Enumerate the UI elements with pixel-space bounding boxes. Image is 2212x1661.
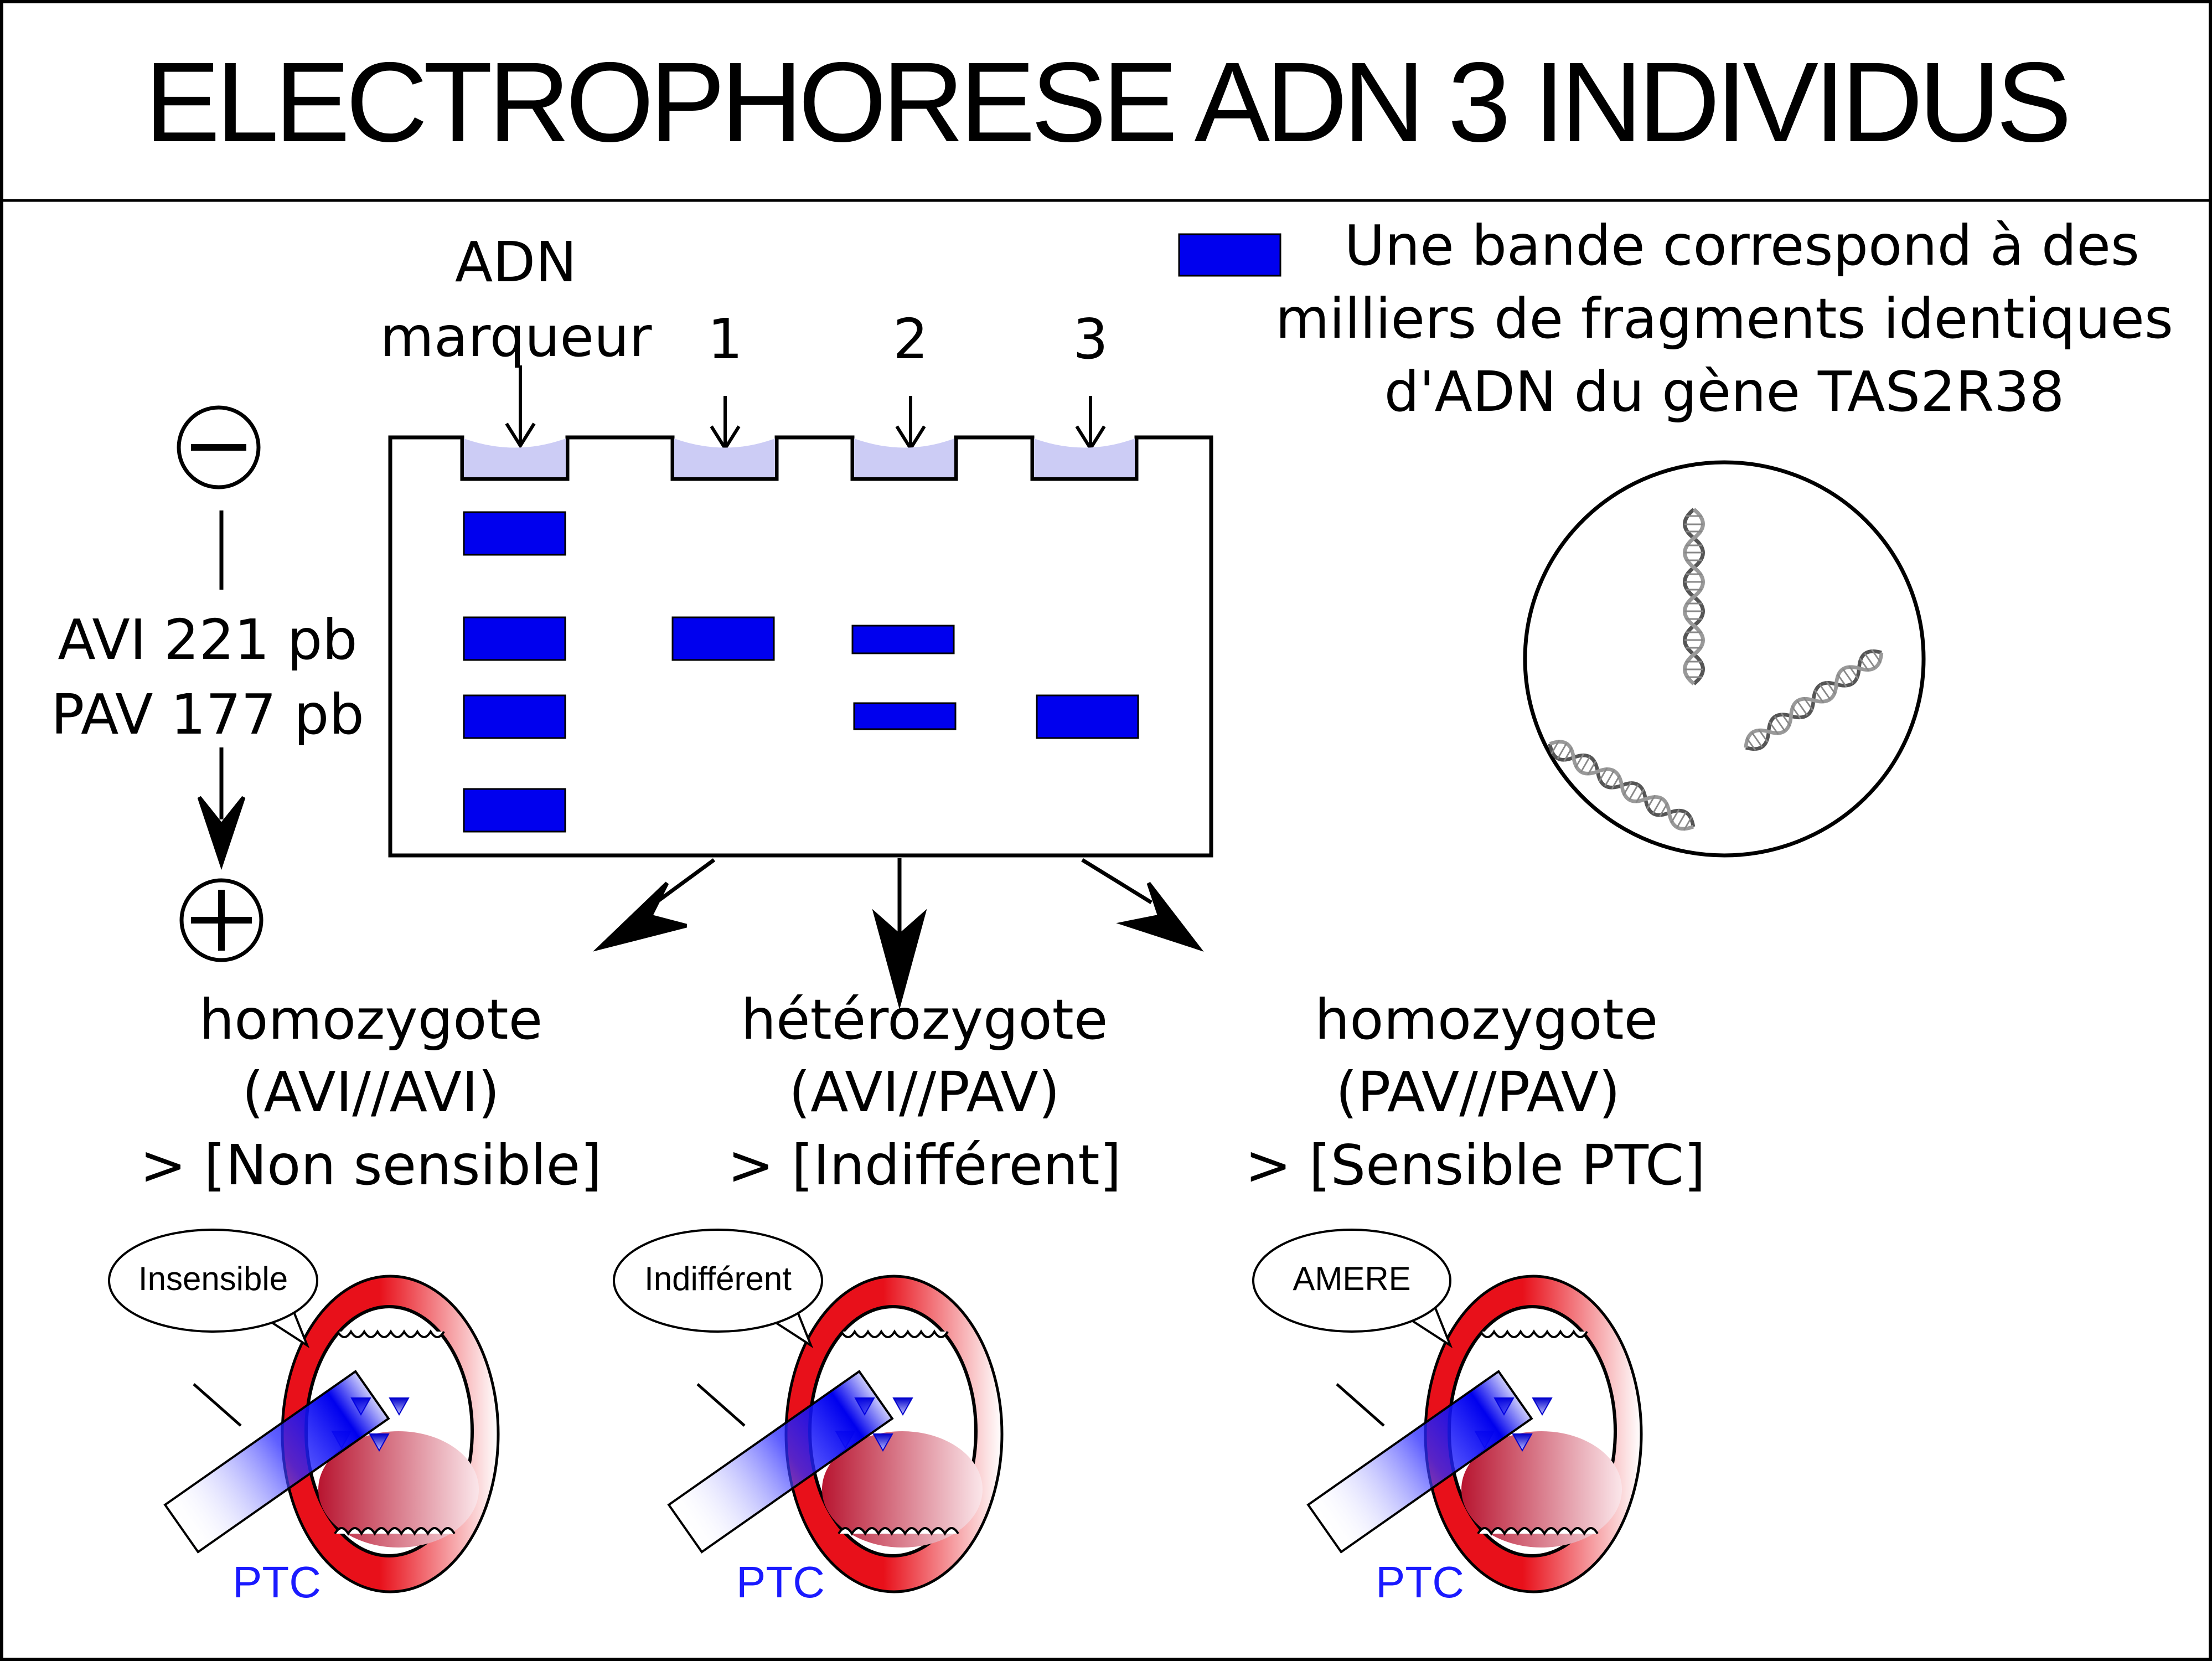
page-title: ELECTROPHORESE ADN 3 INDIVIDUS xyxy=(144,39,2068,166)
bubble-text-3: AMERE xyxy=(1293,1260,1410,1297)
mouth-panel-3: AMERE PTC xyxy=(1252,1229,1641,1607)
lane-label-2: 2 xyxy=(893,307,928,372)
legend-line-3: d'ADN du gène TAS2R38 xyxy=(1384,359,2065,424)
genotype-2-line-2: (AVI//PAV) xyxy=(789,1060,1060,1124)
marker-label-line-2: marqueur xyxy=(380,305,653,369)
size-label-avi: AVI 221 pb xyxy=(58,607,357,672)
genotype-2-line-1: hétérozygote xyxy=(741,987,1108,1052)
band-lane3-177 xyxy=(1036,694,1139,739)
band-lane2-177 xyxy=(853,702,957,730)
genotype-3-line-2: (PAV//PAV) xyxy=(1336,1060,1620,1124)
genotype-homozygote-pav: homozygote (PAV//PAV) > [Sensible PTC] xyxy=(1245,987,1705,1198)
genotype-1-line-3: > [Non sensible] xyxy=(140,1133,602,1198)
genotype-1-line-1: homozygote xyxy=(199,987,542,1052)
lane-label-3: 3 xyxy=(1073,307,1108,372)
speech-bubble-icon xyxy=(1252,1229,1453,1349)
bands xyxy=(463,511,1139,833)
band-lane1-221 xyxy=(671,616,775,661)
ptc-label-3: PTC xyxy=(1376,1557,1464,1607)
mouth-panel-2: Indifférent PTC xyxy=(613,1229,1002,1607)
ptc-strip-icon xyxy=(163,1370,390,1554)
band-marker-top xyxy=(463,511,566,556)
band-marker-bottom xyxy=(463,788,566,833)
ptc-strip-icon xyxy=(1306,1370,1533,1554)
result-arrows xyxy=(592,858,1204,1010)
bubble-text-1: Insensible xyxy=(138,1260,288,1297)
ptc-strip-icon xyxy=(667,1370,894,1554)
legend-line-1: Une bande correspond à des xyxy=(1345,213,2139,278)
genotype-2-line-3: > [Indifférent] xyxy=(727,1133,1121,1198)
band-lane2-221 xyxy=(851,625,955,654)
dna-helix-icon xyxy=(1523,460,1926,858)
band-marker-177 xyxy=(463,694,566,739)
genotype-heterozygote: hétérozygote (AVI//PAV) > [Indifférent] xyxy=(727,987,1121,1198)
band-marker-221 xyxy=(463,616,566,661)
bubble-text-2: Indifférent xyxy=(644,1260,792,1297)
ptc-label-2: PTC xyxy=(736,1557,825,1607)
speech-bubble-icon xyxy=(108,1229,318,1349)
lane-label-1: 1 xyxy=(707,307,743,372)
genotype-homozygote-avi: homozygote (AVI//AVI) > [Non sensible] xyxy=(140,987,602,1198)
positive-electrode-icon xyxy=(179,878,263,962)
genotype-1-line-2: (AVI//AVI) xyxy=(242,1060,499,1124)
marker-label-line-1: ADN xyxy=(455,230,577,295)
legend-swatch xyxy=(1178,233,1281,277)
migration-arrow xyxy=(197,747,246,870)
speech-bubble-icon xyxy=(613,1229,823,1349)
genotype-3-line-3: > [Sensible PTC] xyxy=(1245,1133,1705,1198)
mouth-panel-1: Insensible PTC xyxy=(108,1229,498,1607)
ptc-label-1: PTC xyxy=(232,1557,321,1607)
wells xyxy=(464,439,1135,477)
legend-line-2: milliers de fragments identiques xyxy=(1275,286,2173,351)
genotype-3-line-1: homozygote xyxy=(1315,987,1658,1052)
gel xyxy=(388,435,1213,858)
size-label-pav: PAV 177 pb xyxy=(51,682,364,747)
negative-electrode-icon xyxy=(177,405,261,489)
